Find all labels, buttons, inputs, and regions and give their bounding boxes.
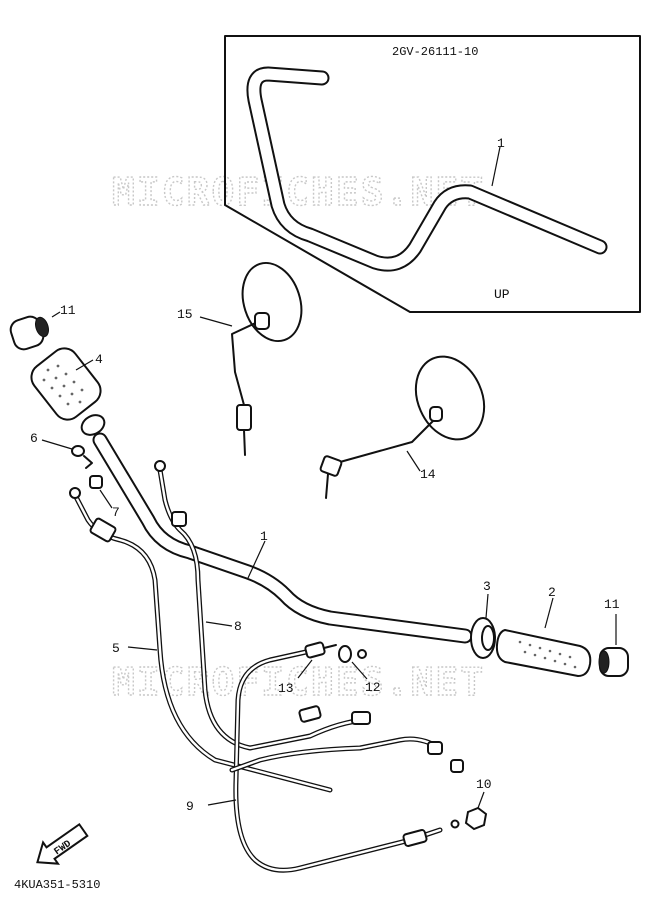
throttle-cable	[69, 487, 333, 793]
leader-6	[41, 439, 73, 450]
callout-10: 10	[476, 777, 492, 792]
leader-10	[477, 791, 485, 809]
callout-14: 14	[420, 467, 436, 482]
leader-1-top	[491, 146, 501, 187]
handlebar-inset	[246, 66, 608, 272]
callout-3: 3	[483, 579, 491, 594]
callout-2: 2	[548, 585, 556, 600]
forward-direction-badge: FWD	[36, 822, 89, 865]
inset-box: 2GV-26111-10 UP	[224, 35, 641, 313]
leader-3	[485, 593, 489, 619]
mirror-right	[319, 355, 486, 499]
grip-collar	[470, 617, 496, 659]
leader-13	[297, 659, 313, 679]
clutch-cable	[229, 647, 464, 873]
mirror-left	[231, 261, 303, 456]
starter-cable	[154, 460, 371, 751]
callout-1-inset: 1	[497, 136, 505, 151]
leader-1-main	[247, 540, 266, 579]
inset-part-number: 2GV-26111-10	[392, 45, 478, 59]
callout-5: 5	[112, 641, 120, 656]
leader-12	[351, 661, 368, 680]
leader-2	[544, 597, 554, 629]
left-hand-grip	[495, 628, 592, 678]
leader-7	[99, 489, 113, 509]
callout-15: 15	[177, 307, 193, 322]
left-grip-end-cap	[9, 315, 49, 351]
callout-6: 6	[30, 431, 38, 446]
bolt	[89, 475, 103, 489]
leader-9	[207, 799, 237, 806]
locknut	[338, 645, 367, 663]
callout-4: 4	[95, 352, 103, 367]
leader-5	[127, 646, 158, 651]
right-grip-end-cap	[598, 647, 629, 677]
callout-9: 9	[186, 799, 194, 814]
leader-11-left	[51, 311, 61, 318]
leader-4	[75, 359, 94, 371]
cable-adjuster	[304, 641, 337, 659]
watermark-bottom: MICROFICHES.NET	[112, 660, 485, 704]
callout-11-left: 11	[60, 303, 76, 318]
watermark-top: MICROFICHES.NET	[112, 170, 485, 214]
callout-12: 12	[365, 680, 381, 695]
leader-15	[199, 316, 233, 327]
nut	[450, 806, 488, 831]
callout-1-main: 1	[260, 529, 268, 544]
leader-8	[205, 621, 233, 627]
handlebar-main	[92, 432, 473, 644]
callout-13: 13	[278, 681, 294, 696]
screw	[71, 445, 93, 469]
leader-14	[406, 450, 421, 472]
callout-7: 7	[112, 505, 120, 520]
callout-8: 8	[234, 619, 242, 634]
drawing-code: 4KUA351-5310	[14, 878, 100, 892]
callout-11-right: 11	[604, 597, 620, 612]
inset-up-label: UP	[494, 287, 510, 302]
